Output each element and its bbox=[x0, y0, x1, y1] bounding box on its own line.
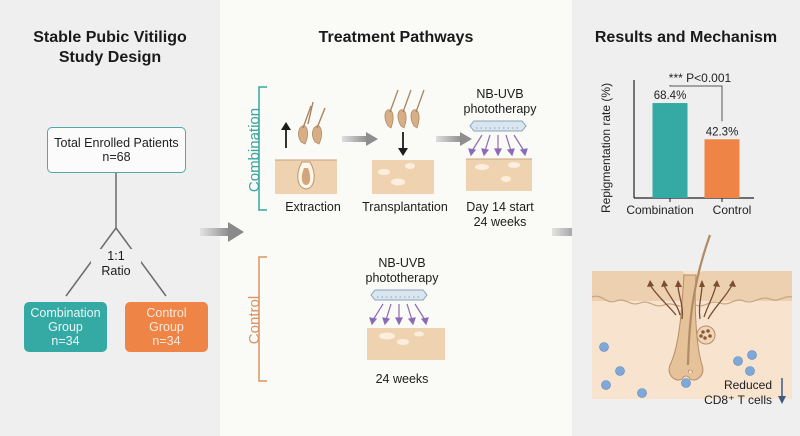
vitiligo-patch bbox=[405, 163, 415, 169]
significance-label: *** P<0.001 bbox=[669, 71, 732, 85]
panel-arrow-icon bbox=[200, 222, 244, 242]
ratio-value: 1:1 bbox=[107, 249, 125, 263]
combination-pathway-label: Combination bbox=[246, 107, 263, 193]
results-panel: Results and Mechanism 68.4% Combination 42… bbox=[572, 0, 800, 436]
device-line-2: phototherapy bbox=[463, 102, 537, 116]
enrolled-label: Total Enrolled Patients bbox=[54, 136, 179, 150]
hair-graft bbox=[397, 109, 407, 129]
vitiligo-patch bbox=[391, 178, 405, 186]
study-design-title: Stable Pubic Vitiligo Study Design bbox=[0, 28, 220, 68]
cd8-t-cells bbox=[599, 342, 757, 398]
combination-device-label: NB-UVB phototherapy bbox=[450, 87, 550, 117]
group-word: Group bbox=[149, 320, 184, 334]
follicle-bulb bbox=[301, 168, 311, 185]
significance-bracket bbox=[669, 85, 723, 122]
enrolled-n: n=68 bbox=[102, 150, 131, 164]
step-arrow-icon bbox=[342, 132, 378, 146]
group-n: n=34 bbox=[152, 334, 181, 348]
hair-shaft bbox=[686, 234, 712, 366]
control-device-label: NB-UVB phototherapy bbox=[352, 256, 452, 286]
value-label: 68.4% bbox=[654, 90, 687, 102]
hair-follicle bbox=[668, 274, 704, 381]
bar-combination bbox=[652, 103, 688, 198]
step-arrow-icon bbox=[436, 132, 472, 146]
study-design-panel: Stable Pubic Vitiligo Study Design Total… bbox=[0, 0, 220, 436]
cd8-label-line-1: Reduced bbox=[723, 378, 772, 392]
combination-duration-label: Day 14 start 24 weeks bbox=[450, 200, 550, 230]
control-uvb-illustration bbox=[367, 289, 445, 360]
ratio-label: 1:1 Ratio bbox=[91, 249, 141, 279]
uvb-lamp-icon bbox=[469, 120, 527, 132]
combination-group-box: Combination Group n=34 bbox=[24, 302, 107, 352]
skin-block bbox=[372, 160, 434, 194]
transplantation-label: Transplantation bbox=[362, 200, 448, 214]
pathway-brackets bbox=[258, 86, 267, 382]
cd8-label: Reduced CD8⁺ T cells bbox=[690, 378, 772, 408]
treatment-pathways-title: Treatment Pathways bbox=[318, 29, 474, 46]
repigmentation-bar-chart: 68.4% Combination 42.3% Control *** P<0.001 bbox=[626, 71, 754, 217]
uv-rays-icon bbox=[369, 303, 429, 326]
hair-follicle-mechanism-illustration bbox=[591, 234, 793, 399]
bar-control bbox=[704, 139, 740, 198]
hair-graft bbox=[384, 109, 394, 129]
hair-shaft bbox=[302, 105, 312, 129]
control-group-box: Control Group n=34 bbox=[125, 302, 208, 352]
hair-shaft bbox=[316, 107, 326, 129]
group-word: Group bbox=[48, 320, 83, 334]
control-duration-label: 24 weeks bbox=[375, 372, 429, 386]
control-pathway-label: Control bbox=[246, 295, 263, 345]
extraction-illustration bbox=[275, 101, 337, 194]
uv-rays-icon bbox=[468, 134, 528, 157]
hair-graft bbox=[298, 125, 308, 145]
hair-graft bbox=[410, 109, 420, 129]
x-tick-label: Combination bbox=[626, 203, 693, 217]
skin-block bbox=[466, 159, 532, 191]
duration: 24 weeks bbox=[473, 215, 527, 229]
cd8-label-line-2: CD8⁺ T cells bbox=[704, 393, 772, 407]
melanocyte-migration-arrows bbox=[649, 284, 733, 320]
x-tick-label: Control bbox=[713, 203, 752, 217]
vitiligo-patch bbox=[378, 169, 390, 175]
branch-right-line bbox=[115, 227, 167, 297]
epidermis-right bbox=[696, 271, 792, 301]
title-line-2: Study Design bbox=[58, 49, 162, 66]
value-label: 42.3% bbox=[706, 126, 739, 138]
uvb-lamp-icon bbox=[370, 289, 428, 301]
hair-shaft bbox=[307, 101, 314, 125]
group-name: Combination bbox=[30, 306, 101, 320]
group-name: Control bbox=[146, 306, 187, 320]
randomization-lines bbox=[65, 173, 167, 297]
total-enrolled-box: Total Enrolled Patients n=68 bbox=[47, 127, 186, 173]
group-n: n=34 bbox=[51, 334, 80, 348]
control-bracket bbox=[258, 256, 267, 382]
device-line-1: NB-UVB bbox=[378, 256, 426, 270]
uvb-lamp-illustration bbox=[466, 120, 532, 191]
y-axis-label: Repigmentation rate (%) bbox=[599, 82, 613, 213]
results-title: Results and Mechanism bbox=[594, 29, 778, 46]
sebaceous-gland bbox=[696, 325, 716, 345]
start-day: Day 14 start bbox=[466, 200, 534, 214]
title-line-1: Stable Pubic Vitiligo bbox=[33, 29, 187, 46]
device-line-1: NB-UVB bbox=[476, 87, 524, 101]
extraction-label: Extraction bbox=[285, 200, 341, 214]
device-line-2: phototherapy bbox=[365, 271, 439, 285]
epidermis-left bbox=[592, 271, 686, 301]
treatment-pathways-panel: Treatment Pathways Combination Control E… bbox=[220, 0, 572, 436]
ratio-word: Ratio bbox=[101, 264, 131, 278]
combination-bracket bbox=[258, 86, 267, 211]
hair-graft bbox=[312, 125, 322, 145]
decrease-arrow-icon bbox=[778, 378, 786, 404]
transplantation-illustration bbox=[372, 89, 434, 194]
